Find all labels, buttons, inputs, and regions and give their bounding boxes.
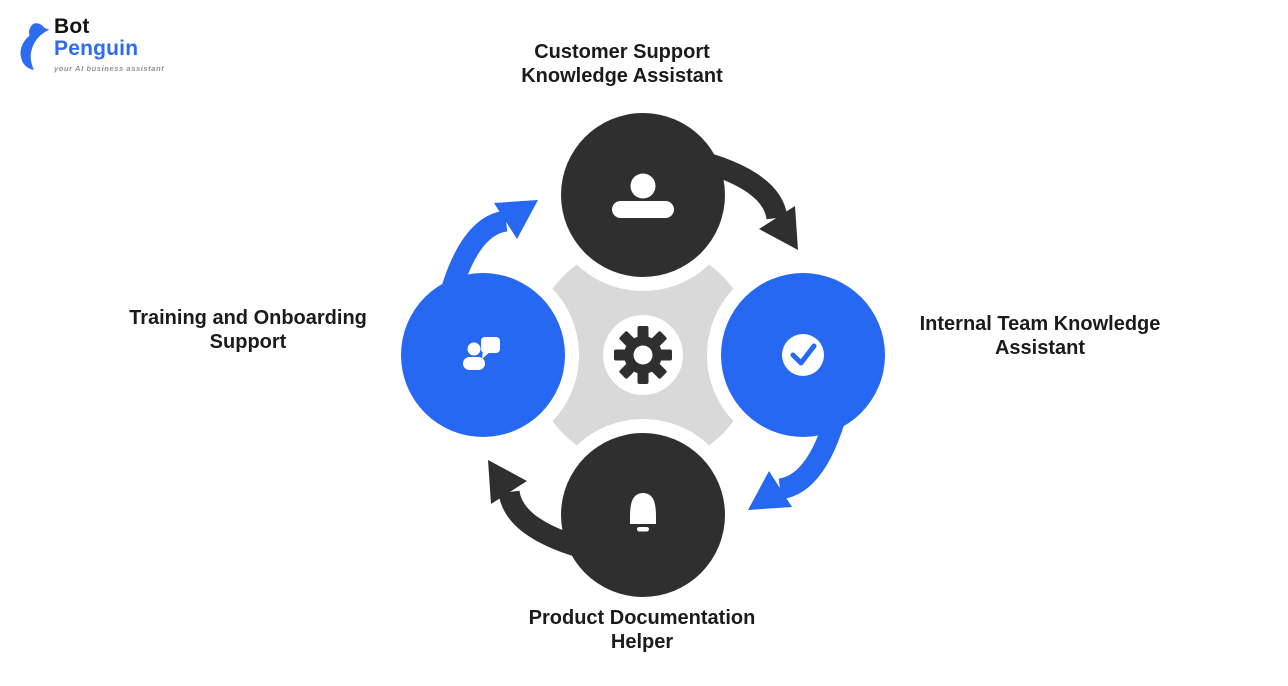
user-icon [612, 173, 674, 218]
brand-tagline: your AI business assistant [54, 64, 165, 73]
node-label-training: Training and Onboarding Support [129, 307, 367, 353]
node-label-product-docs: Product Documentation Helper [528, 607, 756, 653]
brand-name-bot: Bot [54, 15, 90, 38]
node-label-customer-support: Customer Support Knowledge Assistant [521, 41, 723, 87]
bell-icon [630, 493, 656, 532]
botpenguin-logo: Bot Penguin your AI business assistant [18, 16, 164, 73]
node-label-internal-team: Internal Team Knowledge Assistant [919, 313, 1161, 359]
penguin-icon [20, 23, 50, 70]
brand-name-penguin: Penguin [54, 37, 139, 60]
check-badge-icon [782, 334, 824, 376]
person-chat-icon [463, 337, 500, 370]
logo-text: Bot Penguin your AI business assistant [54, 15, 165, 74]
gear-icon [614, 326, 672, 384]
